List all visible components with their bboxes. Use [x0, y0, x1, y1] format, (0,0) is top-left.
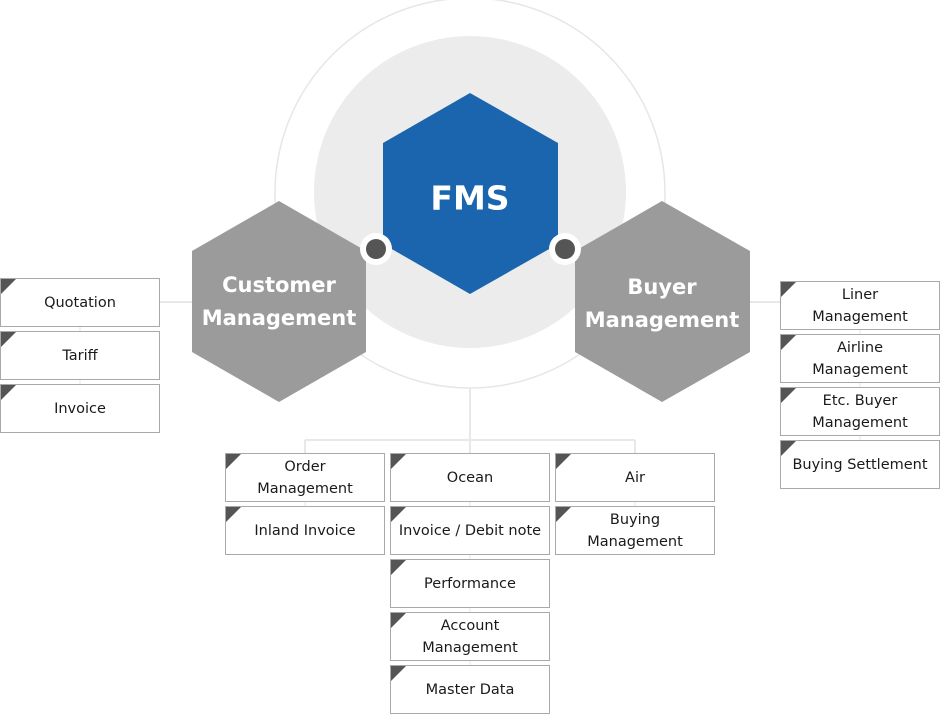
corner-marker-icon: [556, 454, 571, 469]
module-box-airline-management[interactable]: Airline Management: [780, 334, 940, 383]
corner-marker-icon: [781, 441, 796, 456]
module-label: Tariff: [62, 347, 98, 364]
module-label: Order Management: [257, 458, 353, 497]
module-box-performance[interactable]: Performance: [390, 559, 550, 608]
module-box-invoice[interactable]: Invoice: [0, 384, 160, 433]
module-box-etc-buyer-management[interactable]: Etc. Buyer Management: [780, 387, 940, 436]
corner-marker-icon: [1, 279, 16, 294]
module-label: Buying Management: [587, 511, 683, 550]
module-box-account-management[interactable]: Account Management: [390, 612, 550, 661]
corner-marker-icon: [226, 507, 241, 522]
module-label: Airline Management: [812, 339, 908, 378]
module-label: Etc. Buyer Management: [812, 392, 908, 431]
module-box-quotation[interactable]: Quotation: [0, 278, 160, 327]
module-box-order-management[interactable]: Order Management: [225, 453, 385, 502]
customer-management-hexagon[interactable]: [192, 201, 366, 402]
corner-marker-icon: [781, 388, 796, 403]
customer-management-label: Customer Management: [201, 273, 357, 330]
corner-marker-icon: [391, 666, 406, 681]
corner-marker-icon: [391, 454, 406, 469]
corner-marker-icon: [391, 507, 406, 522]
module-label: Inland Invoice: [254, 522, 356, 539]
corner-marker-icon: [556, 507, 571, 522]
module-label: Master Data: [425, 681, 515, 698]
corner-marker-icon: [391, 613, 406, 628]
module-label: Account Management: [422, 617, 518, 656]
corner-marker-icon: [781, 335, 796, 350]
module-box-ocean[interactable]: Ocean: [390, 453, 550, 502]
connector-dot-right: [555, 239, 575, 259]
corner-marker-icon: [1, 332, 16, 347]
module-box-invoice-debit-note[interactable]: Invoice / Debit note: [390, 506, 550, 555]
fms-label: FMS: [430, 178, 510, 218]
connector-dot-left: [366, 239, 386, 259]
module-box-tariff[interactable]: Tariff: [0, 331, 160, 380]
corner-marker-icon: [781, 282, 796, 297]
module-box-air[interactable]: Air: [555, 453, 715, 502]
module-label: Air: [625, 469, 645, 486]
module-label: Liner Management: [812, 286, 908, 325]
module-box-buying-settlement[interactable]: Buying Settlement: [780, 440, 940, 489]
module-label: Invoice: [54, 400, 106, 417]
module-label: Quotation: [44, 294, 116, 311]
module-box-liner-management[interactable]: Liner Management: [780, 281, 940, 330]
buyer-management-label: Buyer Management: [584, 275, 740, 332]
module-box-master-data[interactable]: Master Data: [390, 665, 550, 714]
module-label: Performance: [424, 575, 516, 592]
buyer-management-hexagon[interactable]: [575, 201, 750, 402]
module-box-buying-management[interactable]: Buying Management: [555, 506, 715, 555]
module-label: Ocean: [446, 469, 494, 486]
corner-marker-icon: [1, 385, 16, 400]
module-label: Invoice / Debit note: [398, 522, 542, 539]
corner-marker-icon: [391, 560, 406, 575]
corner-marker-icon: [226, 454, 241, 469]
module-box-inland-invoice[interactable]: Inland Invoice: [225, 506, 385, 555]
module-label: Buying Settlement: [792, 456, 928, 473]
fms-hexagon[interactable]: [383, 93, 558, 294]
